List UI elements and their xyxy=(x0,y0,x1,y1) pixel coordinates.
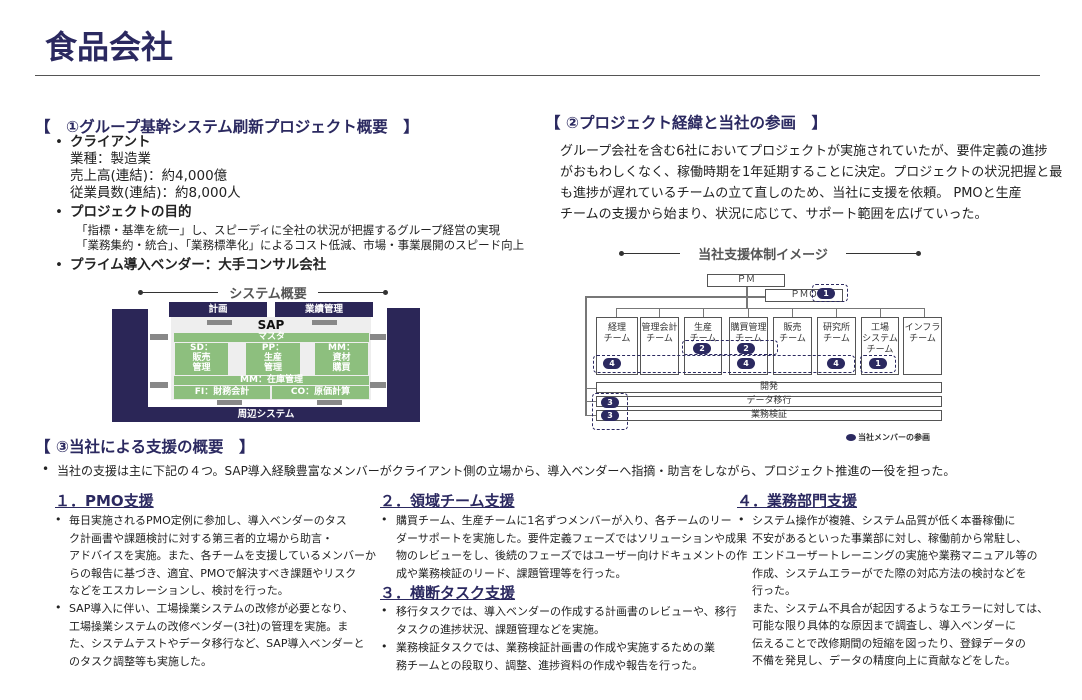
member-badge: 4 xyxy=(603,358,621,369)
col1-heading: １．PMO支援 xyxy=(55,492,154,510)
bullet-dot: • xyxy=(42,462,50,476)
member-badge: 4 xyxy=(827,358,845,369)
arrow-icon xyxy=(217,400,242,405)
section2-body: グループ会社を含む6社においてプロジェクトが実施されていたが、要件定義の進捗 が… xyxy=(560,144,1063,222)
mm-stock-bar: MM：在庫管理 xyxy=(174,376,369,385)
factory-outline xyxy=(860,355,896,373)
performance-box: 業績管理 xyxy=(275,302,373,317)
fi-module: FI：財務会計 xyxy=(174,386,270,399)
section3-intro: 当社の支援は主に下記の４つ。SAP導入経験豊富なメンバーがクライアント側の立場か… xyxy=(57,464,956,478)
arrow-icon xyxy=(317,400,342,405)
team4-outline xyxy=(593,355,855,373)
section1-heading: 【 ①グループ基幹システム刷新プロジェクト概要 】 xyxy=(35,118,419,136)
bullet-dot: • xyxy=(381,513,388,526)
col3-bullet2: 業務検証タスクでは、業務検証計画書の作成や実施するための業 務チームとの段取り、… xyxy=(396,641,715,672)
purpose-text: 「指標・基準を統一」し、スピーディに全社の状況が把握するグループ経営の実現 「業… xyxy=(76,223,525,252)
bullet-dot: • xyxy=(55,204,63,220)
peripheral-systems: 周辺システム xyxy=(112,407,420,422)
co-module: CO：原価計算 xyxy=(272,386,369,399)
arrow-icon xyxy=(150,334,168,340)
plan-box: 計画 xyxy=(169,302,267,317)
team-box: 販売 チーム xyxy=(773,317,812,375)
right-system-block xyxy=(387,308,420,422)
org-title: 当社支援体制イメージ xyxy=(698,248,828,263)
arrow-icon xyxy=(207,320,232,325)
arrow-icon xyxy=(370,382,386,388)
pm-box: ＰＭ xyxy=(707,274,785,287)
member-badge: 2 xyxy=(737,343,755,354)
bullet-dot: • xyxy=(55,257,63,273)
legend-dot-icon xyxy=(846,434,856,441)
arrow-icon xyxy=(370,334,386,340)
member-badge: 3 xyxy=(601,397,619,408)
legend-text: 当社メンバーの参画 xyxy=(858,433,930,442)
col2-bullet1: 購買チーム、生産チームに1名ずつメンバーが入り、各チームのリー ダーサポートを実… xyxy=(396,514,748,580)
team-box: インフラ チーム xyxy=(903,317,942,375)
member-badge: 1 xyxy=(817,288,835,299)
team2-outline xyxy=(682,340,778,355)
system-overview-title: システム概要 xyxy=(229,287,307,302)
team-box: 管理会計 チーム xyxy=(640,317,679,375)
member-badge: 3 xyxy=(601,410,619,421)
left-system-block xyxy=(112,309,148,422)
member-badge: 4 xyxy=(737,358,755,369)
support-structure-diagram: 当社支援体制イメージ ＰＭ ＰＭＯ 経理 チーム 管理会計 チーム 生産 チーム… xyxy=(580,240,950,445)
arrow-icon xyxy=(150,382,168,388)
mm-module: MM： 資材 購買 xyxy=(315,343,368,375)
pmo-participation-outline xyxy=(812,284,848,302)
bullet-dot: • xyxy=(381,640,388,653)
vendor-text: プライム導入ベンダー：大手コンサル会社 xyxy=(70,257,327,273)
sd-module: SD： 販売 管理 xyxy=(175,343,228,375)
row-business-verification: 業務検証 xyxy=(596,410,942,421)
master-bar: マスタ xyxy=(174,333,369,342)
col4-heading: ４．業務部門支援 xyxy=(737,492,858,510)
section2-heading: 【 ②プロジェクト経緯と当社の参画 】 xyxy=(545,114,828,132)
col1-bullet2: SAP導入に伴い、工場操業システムの改修が必要となり、 工場操業システムの改修ベ… xyxy=(69,602,365,668)
col1-bullet1: 毎日実施されるPMO定例に参加し、導入ベンダーのタス ク計画書や課題検討に対する… xyxy=(69,514,377,597)
arrow-icon xyxy=(312,320,337,325)
client-label: クライアント xyxy=(70,134,151,150)
col3-heading: ３．横断タスク支援 xyxy=(380,584,516,602)
section3-heading: 【 ③当社による支援の概要 】 xyxy=(35,438,255,456)
row3-outline xyxy=(592,393,628,430)
col4-bullet1: システム操作が複雑、システム品質が低く本番稼働に 不安があるといった事業部に対し… xyxy=(752,514,1049,667)
sap-label: SAP xyxy=(257,318,285,332)
col2-heading: ２．領域チーム支援 xyxy=(380,492,515,510)
bullet-dot: • xyxy=(738,513,745,526)
col3-bullet1: 移行タスクでは、導入ベンダーの作成する計画書のレビューや、移行 タスクの進捗状況… xyxy=(396,605,737,636)
row-development: 開発 xyxy=(596,382,942,393)
bullet-dot: • xyxy=(55,134,63,150)
page-title: 食品会社 xyxy=(45,28,174,66)
purpose-label: プロジェクトの目的 xyxy=(70,204,192,220)
title-divider xyxy=(35,75,1040,76)
bullet-dot: • xyxy=(55,513,62,526)
client-employees: 従業員数(連結)：約8,000人 xyxy=(70,185,241,201)
client-sales: 売上高(連結)：約4,000億 xyxy=(70,168,228,184)
member-badge: 1 xyxy=(869,358,887,369)
row-data-migration: データ移行 xyxy=(596,396,942,407)
member-badge: 2 xyxy=(693,343,711,354)
bullet-dot: • xyxy=(55,601,62,614)
client-industry: 業種：製造業 xyxy=(70,151,151,167)
bullet-dot: • xyxy=(381,604,388,617)
system-overview-diagram: システム概要 周辺システム 計画 業績管理 SAP マスタ SD： 販売 管理 … xyxy=(112,283,422,425)
pp-module: PP： 生産 管理 xyxy=(246,343,300,375)
